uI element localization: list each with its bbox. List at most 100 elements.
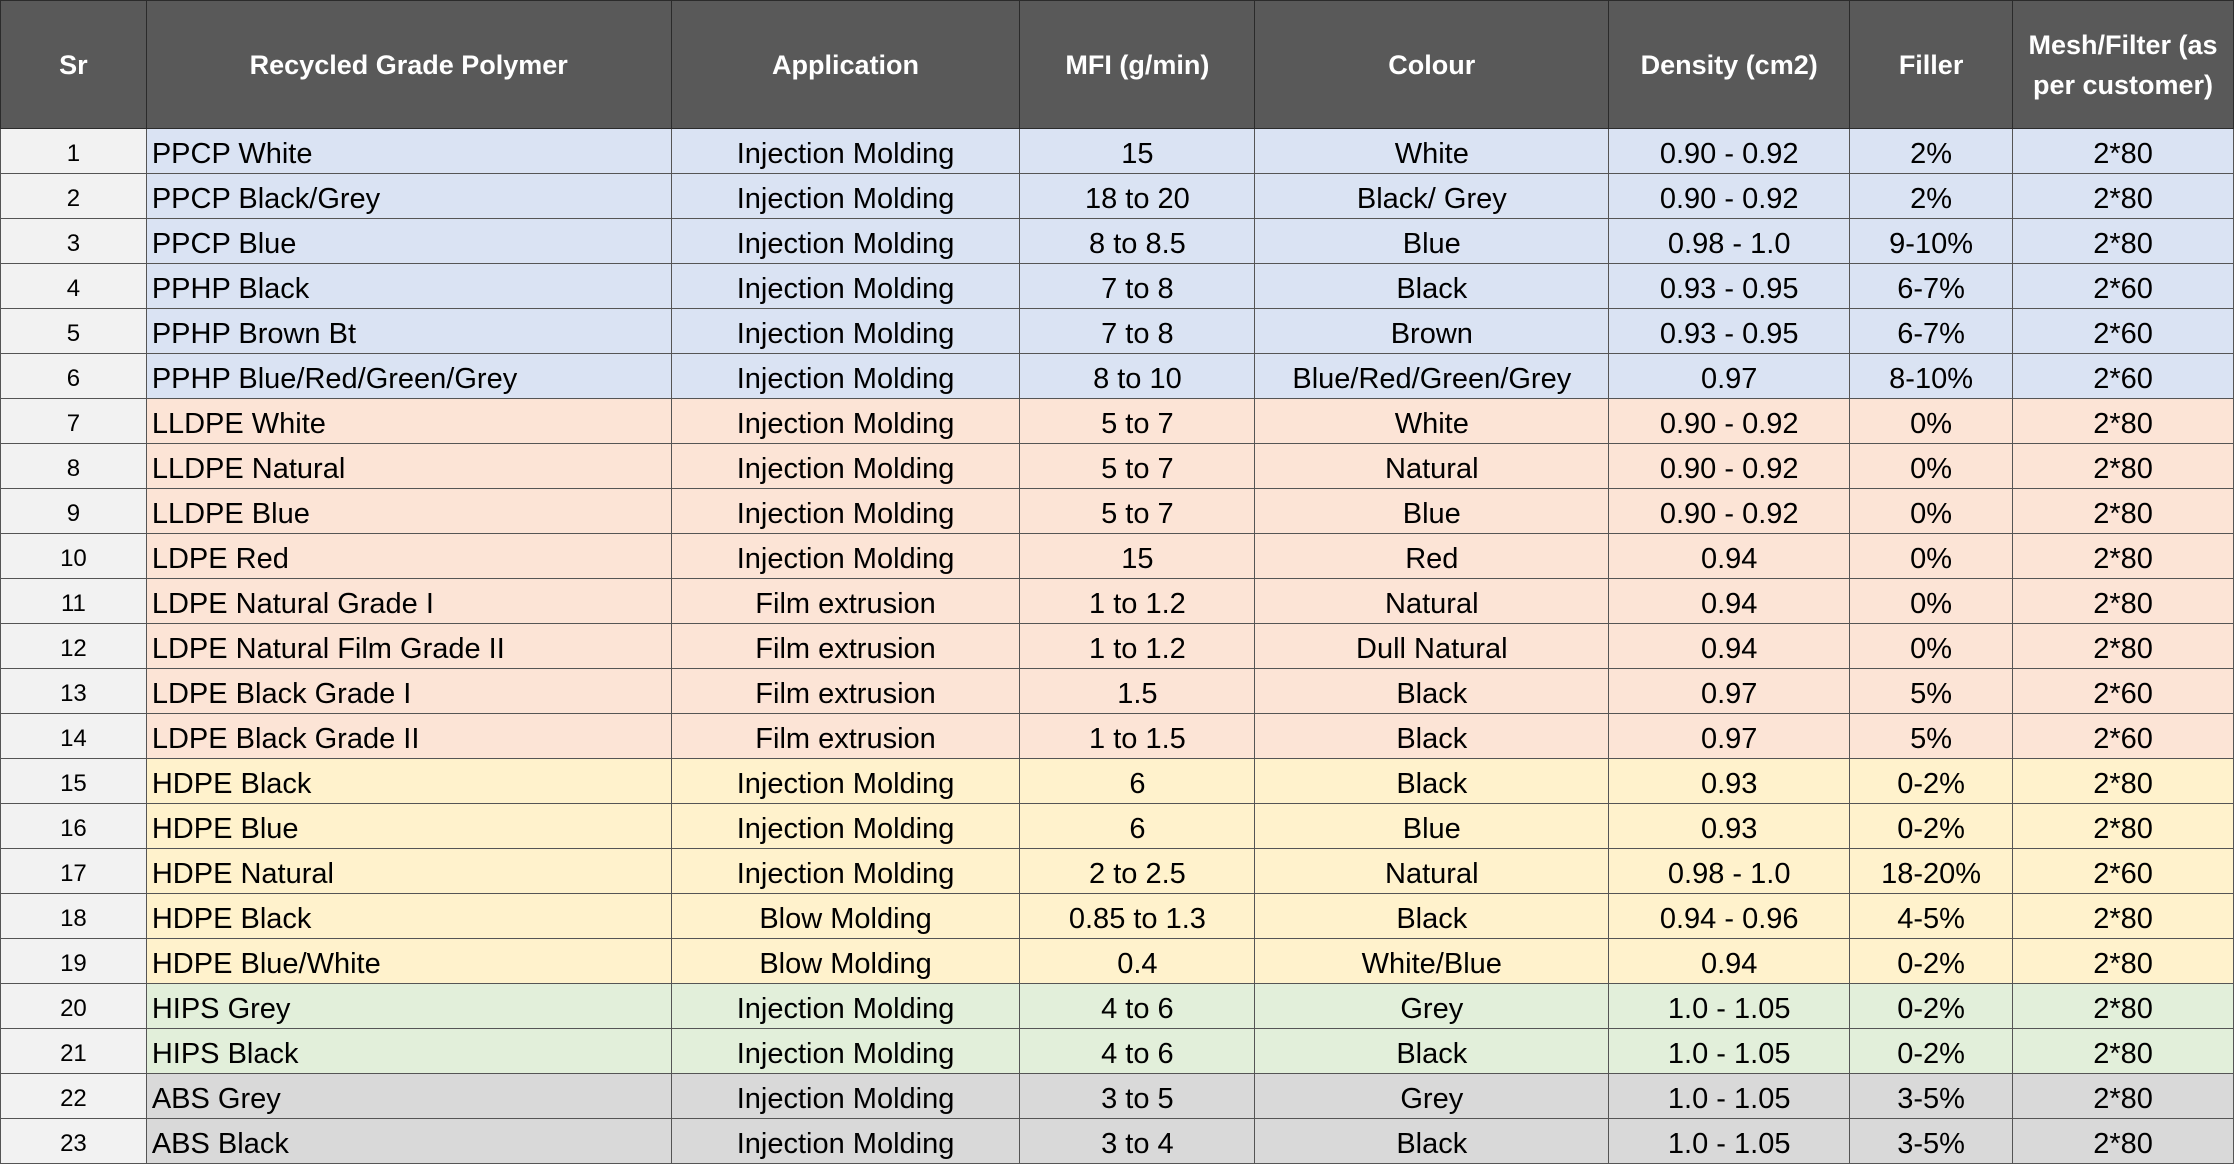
cell-application[interactable]: Injection Molding [670, 218, 1021, 264]
cell-mesh[interactable]: 2*80 [2012, 578, 2234, 624]
cell-application[interactable]: Film extrusion [670, 623, 1021, 669]
cell-density[interactable]: 0.94 [1608, 623, 1851, 669]
cell-colour[interactable]: Black/ Grey [1254, 173, 1610, 219]
cell-mesh[interactable]: 2*80 [2012, 443, 2234, 489]
header-filler[interactable]: Filler [1849, 0, 2014, 129]
cell-mesh[interactable]: 2*80 [2012, 1028, 2234, 1074]
cell-sr[interactable]: 10 [0, 533, 147, 579]
cell-colour[interactable]: Grey [1254, 983, 1610, 1029]
cell-polymer[interactable]: PPHP Brown Bt [145, 308, 672, 354]
cell-filler[interactable]: 2% [1849, 128, 2014, 174]
cell-mfi[interactable]: 1 to 1.5 [1019, 713, 1256, 759]
cell-colour[interactable]: Black [1254, 1118, 1610, 1164]
cell-colour[interactable]: Blue [1254, 218, 1610, 264]
cell-mfi[interactable]: 7 to 8 [1019, 308, 1256, 354]
cell-polymer[interactable]: HDPE Blue [145, 803, 672, 849]
cell-colour[interactable]: Black [1254, 758, 1610, 804]
cell-mesh[interactable]: 2*80 [2012, 218, 2234, 264]
cell-sr[interactable]: 11 [0, 578, 147, 624]
cell-application[interactable]: Injection Molding [670, 443, 1021, 489]
cell-density[interactable]: 0.90 - 0.92 [1608, 128, 1851, 174]
cell-density[interactable]: 1.0 - 1.05 [1608, 1073, 1851, 1119]
cell-sr[interactable]: 3 [0, 218, 147, 264]
cell-mesh[interactable]: 2*80 [2012, 893, 2234, 939]
cell-application[interactable]: Injection Molding [670, 308, 1021, 354]
cell-mesh[interactable]: 2*60 [2012, 263, 2234, 309]
cell-polymer[interactable]: HDPE Blue/White [145, 938, 672, 984]
cell-polymer[interactable]: LLDPE White [145, 398, 672, 444]
cell-application[interactable]: Injection Molding [670, 488, 1021, 534]
cell-mfi[interactable]: 15 [1019, 533, 1256, 579]
cell-mesh[interactable]: 2*80 [2012, 173, 2234, 219]
cell-mfi[interactable]: 1 to 1.2 [1019, 578, 1256, 624]
cell-sr[interactable]: 1 [0, 128, 147, 174]
header-application[interactable]: Application [670, 0, 1021, 129]
cell-application[interactable]: Blow Molding [670, 938, 1021, 984]
cell-filler[interactable]: 2% [1849, 173, 2014, 219]
cell-polymer[interactable]: LLDPE Blue [145, 488, 672, 534]
cell-polymer[interactable]: ABS Black [145, 1118, 672, 1164]
cell-colour[interactable]: White/Blue [1254, 938, 1610, 984]
cell-density[interactable]: 0.93 - 0.95 [1608, 263, 1851, 309]
cell-polymer[interactable]: PPCP Blue [145, 218, 672, 264]
cell-polymer[interactable]: HIPS Black [145, 1028, 672, 1074]
cell-filler[interactable]: 3-5% [1849, 1118, 2014, 1164]
cell-colour[interactable]: Black [1254, 668, 1610, 714]
cell-mesh[interactable]: 2*80 [2012, 1073, 2234, 1119]
cell-filler[interactable]: 0-2% [1849, 938, 2014, 984]
cell-colour[interactable]: White [1254, 128, 1610, 174]
cell-sr[interactable]: 4 [0, 263, 147, 309]
cell-application[interactable]: Injection Molding [670, 1073, 1021, 1119]
cell-sr[interactable]: 16 [0, 803, 147, 849]
cell-mesh[interactable]: 2*60 [2012, 308, 2234, 354]
cell-mfi[interactable]: 8 to 10 [1019, 353, 1256, 399]
cell-polymer[interactable]: PPHP Blue/Red/Green/Grey [145, 353, 672, 399]
cell-sr[interactable]: 22 [0, 1073, 147, 1119]
cell-mfi[interactable]: 4 to 6 [1019, 1028, 1256, 1074]
cell-mfi[interactable]: 15 [1019, 128, 1256, 174]
cell-polymer[interactable]: PPCP Black/Grey [145, 173, 672, 219]
cell-colour[interactable]: Blue [1254, 488, 1610, 534]
cell-colour[interactable]: Blue [1254, 803, 1610, 849]
cell-mfi[interactable]: 5 to 7 [1019, 443, 1256, 489]
cell-mesh[interactable]: 2*80 [2012, 983, 2234, 1029]
cell-polymer[interactable]: PPHP Black [145, 263, 672, 309]
cell-filler[interactable]: 9-10% [1849, 218, 2014, 264]
cell-colour[interactable]: Grey [1254, 1073, 1610, 1119]
cell-mfi[interactable]: 1.5 [1019, 668, 1256, 714]
cell-density[interactable]: 1.0 - 1.05 [1608, 1028, 1851, 1074]
cell-mesh[interactable]: 2*60 [2012, 713, 2234, 759]
cell-mesh[interactable]: 2*60 [2012, 353, 2234, 399]
cell-mesh[interactable]: 2*60 [2012, 668, 2234, 714]
cell-density[interactable]: 0.93 [1608, 803, 1851, 849]
header-polymer[interactable]: Recycled Grade Polymer [145, 0, 672, 129]
cell-density[interactable]: 0.94 [1608, 938, 1851, 984]
header-colour[interactable]: Colour [1254, 0, 1610, 129]
cell-polymer[interactable]: HDPE Black [145, 893, 672, 939]
cell-filler[interactable]: 5% [1849, 713, 2014, 759]
cell-application[interactable]: Injection Molding [670, 1118, 1021, 1164]
cell-polymer[interactable]: LDPE Natural Film Grade II [145, 623, 672, 669]
cell-application[interactable]: Injection Molding [670, 848, 1021, 894]
cell-filler[interactable]: 0-2% [1849, 1028, 2014, 1074]
cell-colour[interactable]: Black [1254, 713, 1610, 759]
cell-application[interactable]: Injection Molding [670, 983, 1021, 1029]
cell-filler[interactable]: 8-10% [1849, 353, 2014, 399]
cell-polymer[interactable]: HIPS Grey [145, 983, 672, 1029]
cell-mfi[interactable]: 5 to 7 [1019, 488, 1256, 534]
cell-sr[interactable]: 13 [0, 668, 147, 714]
cell-polymer[interactable]: HDPE Black [145, 758, 672, 804]
cell-mfi[interactable]: 18 to 20 [1019, 173, 1256, 219]
cell-polymer[interactable]: LDPE Black Grade I [145, 668, 672, 714]
cell-filler[interactable]: 3-5% [1849, 1073, 2014, 1119]
cell-polymer[interactable]: ABS Grey [145, 1073, 672, 1119]
cell-mesh[interactable]: 2*80 [2012, 1118, 2234, 1164]
cell-mfi[interactable]: 0.4 [1019, 938, 1256, 984]
cell-density[interactable]: 0.97 [1608, 713, 1851, 759]
cell-density[interactable]: 0.93 [1608, 758, 1851, 804]
cell-sr[interactable]: 20 [0, 983, 147, 1029]
cell-mfi[interactable]: 6 [1019, 758, 1256, 804]
cell-sr[interactable]: 15 [0, 758, 147, 804]
cell-application[interactable]: Injection Molding [670, 353, 1021, 399]
cell-colour[interactable]: Natural [1254, 578, 1610, 624]
